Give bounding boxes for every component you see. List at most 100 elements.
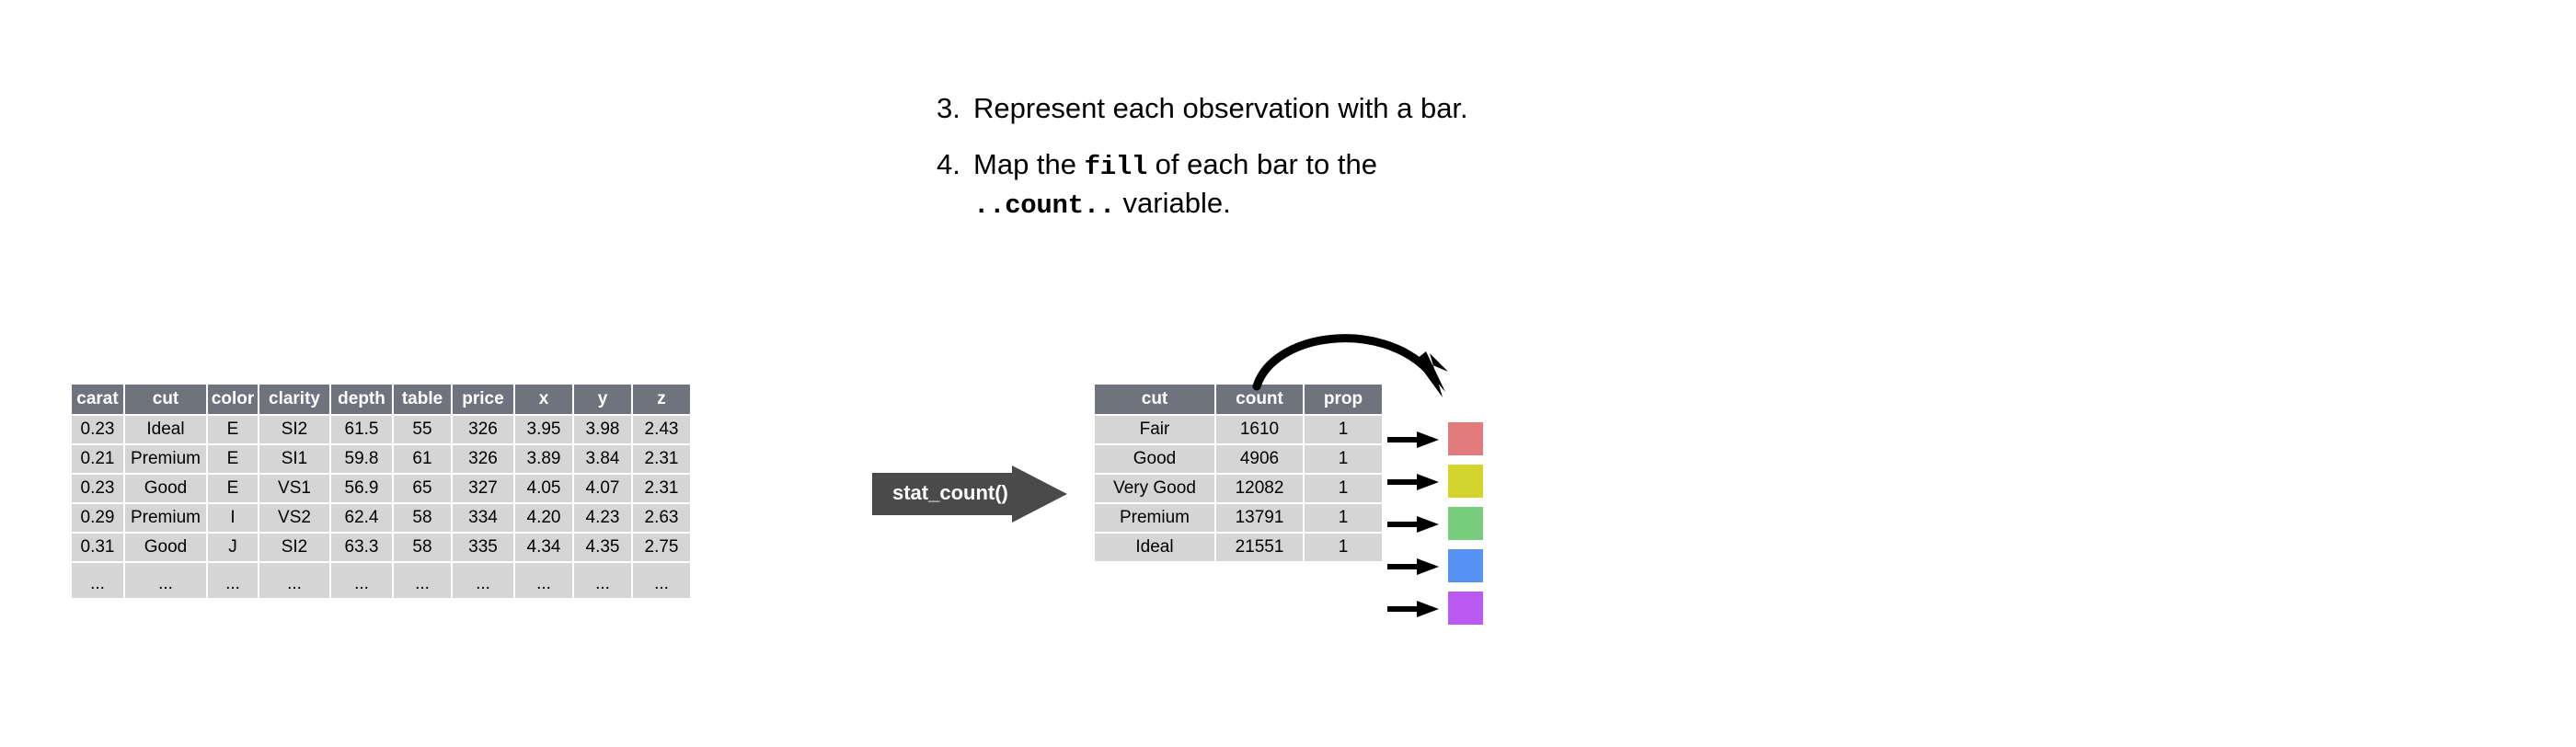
fill-swatch-row bbox=[1386, 503, 1483, 546]
table-cell: 0.23 bbox=[72, 475, 123, 502]
map-arrow-icon bbox=[1387, 431, 1439, 448]
table-cell: 65 bbox=[394, 475, 451, 502]
table-cell: E bbox=[208, 445, 258, 473]
text-run: Represent each observation with a bar. bbox=[973, 92, 1468, 124]
table-cell: 2.31 bbox=[633, 445, 690, 473]
table-cell: 12082 bbox=[1216, 475, 1303, 502]
table-cell: 59.8 bbox=[331, 445, 392, 473]
column-header: cut bbox=[1095, 385, 1214, 414]
stat-count-label: stat_count() bbox=[892, 481, 1008, 504]
table-cell: 1 bbox=[1305, 475, 1382, 502]
table-cell: 2.75 bbox=[633, 534, 690, 561]
table-cell: VS2 bbox=[259, 504, 329, 532]
text-run: Map the bbox=[973, 148, 1085, 180]
table-cell: 4.05 bbox=[515, 475, 572, 502]
table-row-ellipsis: .............................. bbox=[72, 563, 690, 598]
fill-swatch-column bbox=[1386, 419, 1483, 630]
table-cell: 1 bbox=[1305, 445, 1382, 473]
table-cell: ... bbox=[633, 563, 690, 598]
table-cell: Good bbox=[125, 475, 206, 502]
table-cell: Premium bbox=[125, 504, 206, 532]
table-cell: Good bbox=[1095, 445, 1214, 473]
table-cell: ... bbox=[394, 563, 451, 598]
curved-arrow-icon bbox=[1252, 334, 1448, 397]
table-cell: 326 bbox=[453, 445, 513, 473]
text-run: of each bar to the bbox=[1147, 148, 1377, 180]
table-cell: 63.3 bbox=[331, 534, 392, 561]
table-cell: 0.29 bbox=[72, 504, 123, 532]
table-cell: ... bbox=[453, 563, 513, 598]
fill-colour-swatch bbox=[1448, 592, 1483, 625]
map-arrow-icon bbox=[1387, 601, 1439, 617]
table-cell: 4.20 bbox=[515, 504, 572, 532]
table-cell: 4.07 bbox=[574, 475, 631, 502]
column-header: depth bbox=[331, 385, 392, 414]
instruction-number: 3. bbox=[937, 92, 960, 124]
fill-colour-swatch bbox=[1448, 422, 1483, 455]
count-to-fill-curved-arrow bbox=[1242, 313, 1481, 442]
table-cell: 1 bbox=[1305, 504, 1382, 532]
instruction-text: Map the fill of each bar to the ..count.… bbox=[973, 146, 1507, 224]
column-header: table bbox=[394, 385, 451, 414]
table-cell: 4.23 bbox=[574, 504, 631, 532]
table-cell: I bbox=[208, 504, 258, 532]
table-cell: 335 bbox=[453, 534, 513, 561]
table-cell: 1 bbox=[1305, 534, 1382, 561]
table-cell: ... bbox=[72, 563, 123, 598]
table-cell: 3.98 bbox=[574, 416, 631, 443]
table-cell: E bbox=[208, 416, 258, 443]
table-cell: Premium bbox=[125, 445, 206, 473]
table-cell: 2.31 bbox=[633, 475, 690, 502]
instruction-item: 3. Represent each observation with a bar. bbox=[937, 90, 1507, 126]
table-cell: 3.89 bbox=[515, 445, 572, 473]
code-token: fill bbox=[1084, 152, 1148, 182]
fill-swatch-row bbox=[1386, 461, 1483, 503]
map-arrow-icon bbox=[1387, 516, 1439, 533]
column-header: x bbox=[515, 385, 572, 414]
fill-colour-swatch bbox=[1448, 507, 1483, 540]
table-cell: 58 bbox=[394, 504, 451, 532]
table-cell: ... bbox=[574, 563, 631, 598]
fill-colour-swatch bbox=[1448, 549, 1483, 582]
column-header: color bbox=[208, 385, 258, 414]
table-cell: 4.35 bbox=[574, 534, 631, 561]
map-arrow-icon bbox=[1387, 474, 1439, 490]
table-cell: 0.21 bbox=[72, 445, 123, 473]
table-cell: 61 bbox=[394, 445, 451, 473]
table-cell: E bbox=[208, 475, 258, 502]
table-cell: 4906 bbox=[1216, 445, 1303, 473]
table-cell: Ideal bbox=[1095, 534, 1214, 561]
table-cell: Ideal bbox=[125, 416, 206, 443]
table-cell: 3.84 bbox=[574, 445, 631, 473]
table-cell: 327 bbox=[453, 475, 513, 502]
instruction-text: Represent each observation with a bar. bbox=[973, 90, 1507, 126]
instruction-list: 3. Represent each observation with a bar.… bbox=[937, 90, 1507, 244]
fill-swatch-row bbox=[1386, 419, 1483, 461]
table-cell: 326 bbox=[453, 416, 513, 443]
instruction-item: 4.Map the fill of each bar to the ..coun… bbox=[937, 146, 1507, 224]
table-cell: 0.23 bbox=[72, 416, 123, 443]
table-cell: 58 bbox=[394, 534, 451, 561]
table-cell: 4.34 bbox=[515, 534, 572, 561]
column-header: prop bbox=[1305, 385, 1382, 414]
table-cell: Very Good bbox=[1095, 475, 1214, 502]
table-cell: ... bbox=[515, 563, 572, 598]
table-cell: ... bbox=[259, 563, 329, 598]
table-cell: 1610 bbox=[1216, 416, 1303, 443]
column-header: clarity bbox=[259, 385, 329, 414]
table-cell: J bbox=[208, 534, 258, 561]
table-cell: ... bbox=[125, 563, 206, 598]
table-cell: ... bbox=[208, 563, 258, 598]
